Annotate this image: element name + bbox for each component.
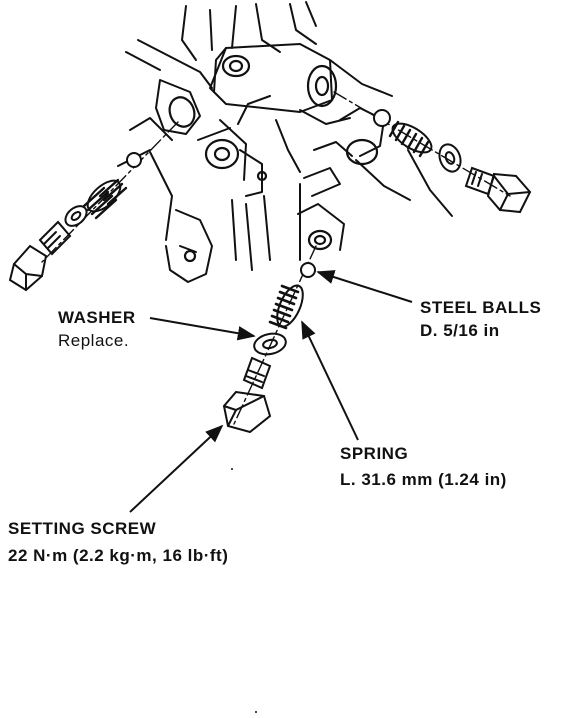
steel-balls-spec: D. 5/16 in	[420, 321, 500, 340]
detent-bores	[168, 54, 379, 263]
washer-leader	[149, 317, 256, 341]
washer-label: WASHER	[58, 308, 136, 327]
spring-spec: L. 31.6 mm (1.24 in)	[340, 470, 507, 489]
right-detent-assembly	[333, 91, 532, 214]
setting-screw-leader	[129, 424, 224, 513]
spring-label: SPRING	[340, 444, 409, 463]
scan-speck	[255, 711, 257, 713]
washer-note: Replace.	[58, 331, 130, 350]
setting-screw-torque: 22 N·m (2.2 kg·m, 16 lb·ft)	[8, 546, 229, 565]
left-detent-assembly	[8, 121, 179, 292]
steel-balls-leader	[316, 270, 413, 303]
leader-lines	[129, 270, 413, 513]
setting-screw-label: SETTING SCREW	[8, 519, 157, 538]
scan-speck	[231, 468, 233, 470]
lower-detent-assembly	[222, 245, 317, 434]
spring-leader	[301, 320, 359, 441]
steel-balls-label: STEEL BALLS	[420, 298, 542, 317]
